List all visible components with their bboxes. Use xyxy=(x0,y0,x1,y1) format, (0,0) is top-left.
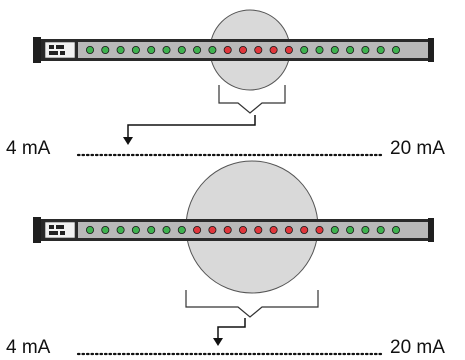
led-red-indicator xyxy=(208,225,217,234)
led-green-indicator xyxy=(330,46,339,55)
led-green-indicator xyxy=(177,225,186,234)
led-green-indicator xyxy=(391,46,400,55)
led-red-indicator xyxy=(254,225,263,234)
light-grid-bar-1 xyxy=(33,37,434,63)
led-green-indicator xyxy=(162,46,171,55)
sensor-end-cap-left xyxy=(33,37,41,63)
led-green-indicator xyxy=(86,225,95,234)
led-red-indicator xyxy=(254,46,263,55)
led-green-indicator xyxy=(177,46,186,55)
led-green-indicator xyxy=(147,225,156,234)
led-green-indicator xyxy=(131,225,140,234)
sensor-label-pattern xyxy=(56,45,64,49)
led-green-indicator xyxy=(391,225,400,234)
sensor-label-plate xyxy=(44,41,76,59)
sensor-label-pattern xyxy=(49,45,54,49)
led-red-indicator xyxy=(223,225,232,234)
output-pointer-arrowhead-large xyxy=(213,338,223,346)
led-red-indicator xyxy=(284,225,293,234)
sensor-label-pattern xyxy=(60,231,65,235)
led-green-indicator xyxy=(346,225,355,234)
led-green-indicator xyxy=(315,46,324,55)
sensor-assembly-large xyxy=(33,160,434,346)
led-red-indicator xyxy=(238,46,247,55)
measuring-bracket-small xyxy=(218,85,286,114)
led-red-indicator xyxy=(284,46,293,55)
led-red-indicator xyxy=(238,225,247,234)
led-green-indicator xyxy=(86,46,95,55)
led-green-indicator xyxy=(376,46,385,55)
led-green-indicator xyxy=(346,46,355,55)
led-green-indicator xyxy=(330,225,339,234)
sensor-assembly-small xyxy=(33,9,434,145)
led-green-indicator xyxy=(300,46,309,55)
output-pointer-large xyxy=(217,318,246,339)
led-green-indicator xyxy=(162,225,171,234)
scale-min-label: 4 mA xyxy=(6,337,51,358)
led-row-2 xyxy=(86,225,400,234)
led-green-indicator xyxy=(208,46,217,55)
led-green-indicator xyxy=(101,46,110,55)
led-row-1 xyxy=(86,46,400,55)
measuring-bracket-large xyxy=(185,290,319,318)
sensor-rail xyxy=(78,42,428,58)
sensor-end-cap-right xyxy=(428,38,434,62)
led-green-indicator xyxy=(116,225,125,234)
led-red-indicator xyxy=(269,46,278,55)
sensor-end-cap-right xyxy=(428,218,434,242)
led-green-indicator xyxy=(361,46,370,55)
sensor-label-pattern xyxy=(49,231,58,235)
led-red-indicator xyxy=(315,225,324,234)
sensor-rail xyxy=(78,222,428,238)
led-green-indicator xyxy=(147,46,156,55)
led-green-indicator xyxy=(101,225,110,234)
led-green-indicator xyxy=(193,46,202,55)
led-red-indicator xyxy=(193,225,202,234)
scale-max-label: 20 mA xyxy=(390,138,445,159)
light-grid-bar-2 xyxy=(33,217,434,243)
sensor-label-pattern xyxy=(56,225,64,229)
sensor-end-cap-left xyxy=(33,217,41,243)
led-red-indicator xyxy=(269,225,278,234)
led-green-indicator xyxy=(131,46,140,55)
led-red-indicator xyxy=(223,46,232,55)
led-red-indicator xyxy=(300,225,309,234)
sensor-label-plate xyxy=(44,221,76,239)
led-green-indicator xyxy=(361,225,370,234)
sensor-label-pattern xyxy=(49,225,54,229)
output-pointer-arrowhead-small xyxy=(123,137,133,145)
led-green-indicator xyxy=(376,225,385,234)
led-green-indicator xyxy=(116,46,125,55)
output-pointer-small xyxy=(127,115,256,138)
sensor-label-pattern xyxy=(49,51,58,55)
scale-max-label: 20 mA xyxy=(390,337,445,358)
scale-min-label: 4 mA xyxy=(6,138,51,159)
sensor-label-pattern xyxy=(60,51,65,55)
